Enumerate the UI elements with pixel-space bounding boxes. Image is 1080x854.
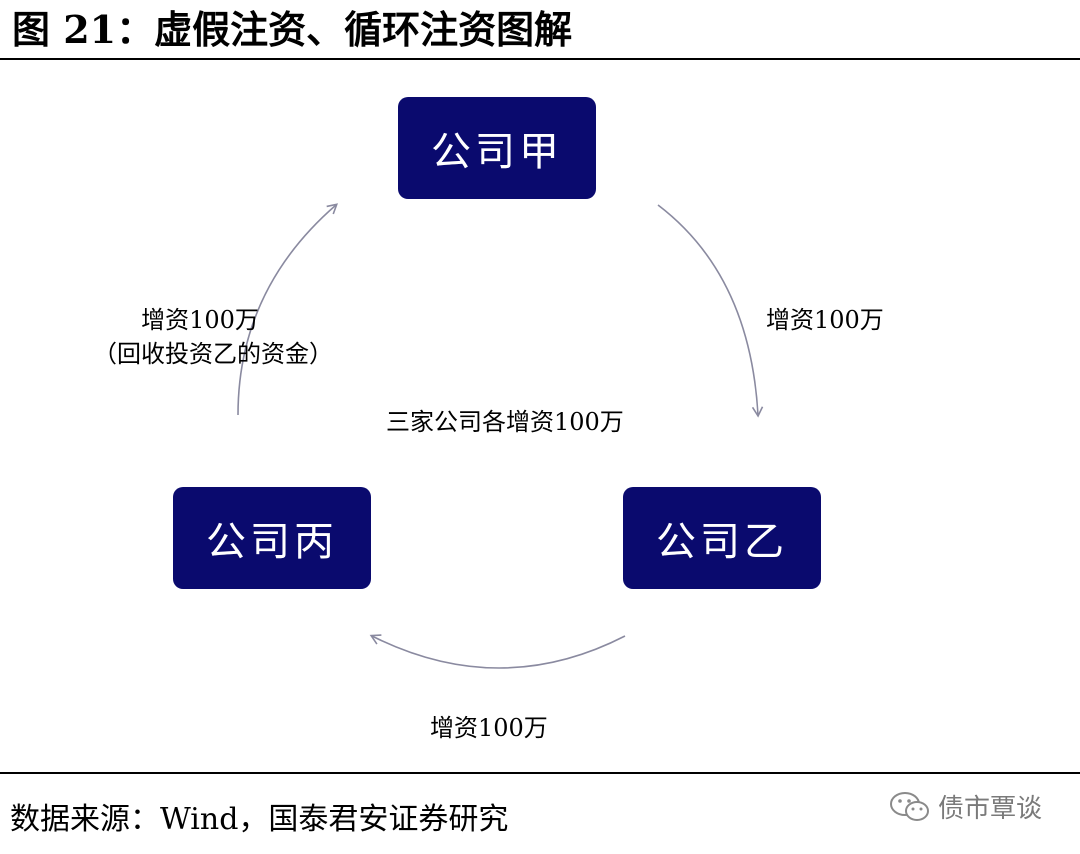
figure-title: 图 21：虚假注资、循环注资图解 xyxy=(12,7,573,52)
watermark: 债市覃谈 xyxy=(888,788,1042,825)
edge-label-c-to-a-note: （回收投资乙的资金） xyxy=(93,340,333,368)
bottom-rule xyxy=(0,772,1080,774)
wechat-icon xyxy=(890,791,929,821)
company-b-node: 公司乙 xyxy=(623,487,821,589)
source-note: 数据来源：Wind，国泰君安证券研究 xyxy=(10,802,509,837)
arrow-b-to-c xyxy=(369,634,626,669)
company-a-label: 公司甲 xyxy=(431,129,563,175)
edge-label-c-to-a: 增资100万 xyxy=(141,306,259,334)
company-a-node: 公司甲 xyxy=(398,97,596,199)
center-label: 三家公司各增资100万 xyxy=(386,408,624,436)
edge-label-a-to-b: 增资100万 xyxy=(766,306,884,334)
watermark-text: 债市覃谈 xyxy=(938,794,1043,824)
company-c-node: 公司丙 xyxy=(173,487,371,589)
arrow-a-to-b xyxy=(657,204,764,418)
top-rule xyxy=(0,58,1080,60)
edge-label-b-to-c: 增资100万 xyxy=(430,714,548,742)
company-c-label: 公司丙 xyxy=(206,519,338,565)
company-b-label: 公司乙 xyxy=(656,519,788,565)
arrow-c-to-a xyxy=(237,203,338,416)
